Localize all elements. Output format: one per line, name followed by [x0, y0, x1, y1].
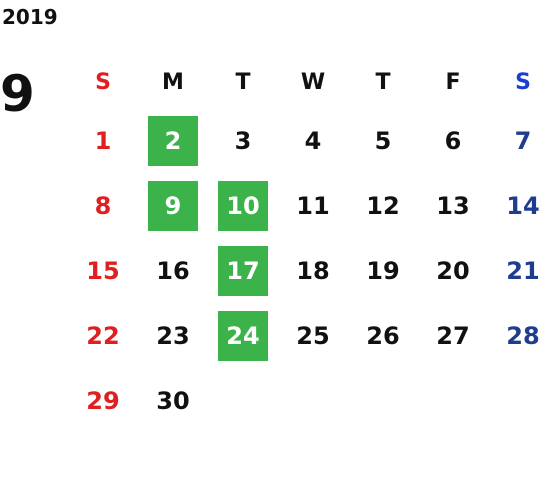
calendar-day-highlighted: 2 [148, 115, 198, 166]
weekday-header-row: S M T W T F S [68, 56, 548, 108]
calendar-day-cell: 24 [208, 303, 278, 368]
calendar-day-cell: 28 [488, 303, 548, 368]
calendar-day-cell: 13 [418, 173, 488, 238]
calendar-day: 6 [444, 126, 462, 155]
calendar-day: 28 [506, 321, 540, 350]
calendar-day: 18 [296, 256, 330, 285]
weekday-thursday: T [375, 69, 391, 95]
calendar-day-cell [418, 368, 488, 433]
weekday-saturday: S [515, 69, 531, 95]
calendar-month: 9 [0, 65, 35, 123]
calendar-day-cell [348, 368, 418, 433]
calendar-day: 7 [514, 126, 532, 155]
calendar-day-cell [278, 368, 348, 433]
calendar-day-cell: 7 [488, 108, 548, 173]
calendar-day: 3 [234, 126, 252, 155]
calendar-day: 19 [366, 256, 400, 285]
calendar-day: 15 [86, 256, 120, 285]
calendar-day: 27 [436, 321, 470, 350]
calendar-day: 13 [436, 191, 470, 220]
calendar-day-highlighted: 10 [218, 180, 268, 231]
weekday-friday: F [445, 69, 461, 95]
calendar-day-cell: 21 [488, 238, 548, 303]
calendar-day-cell: 15 [68, 238, 138, 303]
calendar-day: 30 [156, 386, 190, 415]
weekday-monday: M [162, 69, 184, 95]
calendar-day: 21 [506, 256, 540, 285]
calendar-day-cell: 14 [488, 173, 548, 238]
calendar-day [358, 376, 408, 426]
calendar-day-cell: 23 [138, 303, 208, 368]
calendar-week-row: 22 23 24 25 26 27 28 [68, 303, 548, 368]
calendar-day [288, 376, 338, 426]
calendar-day-cell [488, 368, 548, 433]
calendar-day-cell: 27 [418, 303, 488, 368]
calendar-day-cell: 19 [348, 238, 418, 303]
calendar-day: 23 [156, 321, 190, 350]
calendar-day-cell: 2 [138, 108, 208, 173]
calendar-day: 11 [296, 191, 330, 220]
calendar-week-row: 8 9 10 11 12 13 14 [68, 173, 548, 238]
calendar-day-highlighted: 24 [218, 310, 268, 361]
weekday-wednesday: W [300, 69, 326, 95]
calendar-day-cell: 18 [278, 238, 348, 303]
calendar-day-cell: 3 [208, 108, 278, 173]
calendar-day-cell: 1 [68, 108, 138, 173]
calendar-day: 22 [86, 321, 120, 350]
calendar-week-row: 1 2 3 4 5 6 7 [68, 108, 548, 173]
calendar-day-cell: 9 [138, 173, 208, 238]
calendar-day-cell: 8 [68, 173, 138, 238]
calendar-day: 25 [296, 321, 330, 350]
calendar-day-cell: 5 [348, 108, 418, 173]
calendar-day: 12 [366, 191, 400, 220]
calendar-day-cell: 25 [278, 303, 348, 368]
weekday-tuesday: T [235, 69, 251, 95]
calendar-day [498, 376, 548, 426]
calendar-day-cell: 29 [68, 368, 138, 433]
calendar-day [218, 376, 268, 426]
calendar-day: 4 [304, 126, 322, 155]
calendar-day-cell: 4 [278, 108, 348, 173]
calendar-day-cell: 12 [348, 173, 418, 238]
calendar-day: 16 [156, 256, 190, 285]
calendar-day-cell: 26 [348, 303, 418, 368]
calendar-day: 26 [366, 321, 400, 350]
calendar-day: 14 [506, 191, 540, 220]
calendar-day-cell: 22 [68, 303, 138, 368]
calendar-day-cell [208, 368, 278, 433]
calendar-day: 20 [436, 256, 470, 285]
calendar-day-cell: 16 [138, 238, 208, 303]
calendar-year: 2019 [2, 5, 58, 29]
calendar-day: 1 [94, 126, 112, 155]
calendar-day-cell: 11 [278, 173, 348, 238]
calendar-day-cell: 17 [208, 238, 278, 303]
calendar-week-row: 29 30 [68, 368, 548, 433]
calendar-day-highlighted: 9 [148, 180, 198, 231]
calendar-day-cell: 6 [418, 108, 488, 173]
calendar-day: 29 [86, 386, 120, 415]
calendar-day-cell: 20 [418, 238, 488, 303]
weekday-sunday: S [95, 69, 111, 95]
calendar-day: 5 [374, 126, 392, 155]
calendar-week-row: 15 16 17 18 19 20 21 [68, 238, 548, 303]
calendar-day-cell: 30 [138, 368, 208, 433]
calendar-day-cell: 10 [208, 173, 278, 238]
calendar-day-highlighted: 17 [218, 245, 268, 296]
calendar-day [428, 376, 478, 426]
calendar-day: 8 [94, 191, 112, 220]
